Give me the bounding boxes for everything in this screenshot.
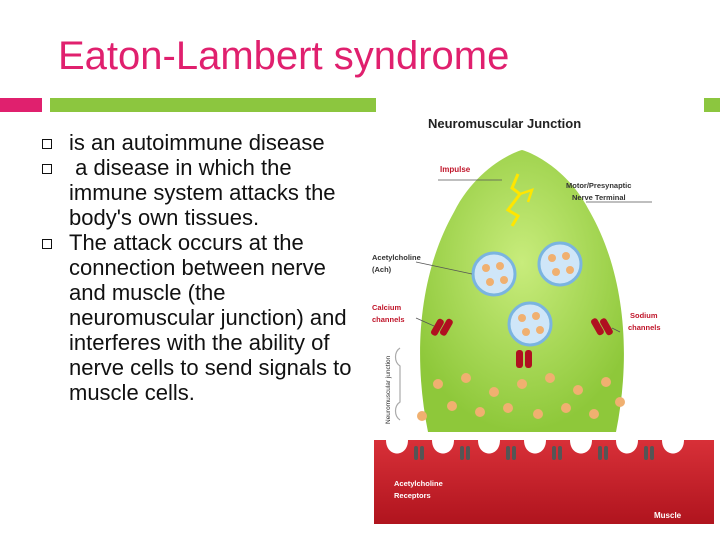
postsynaptic-folds: [386, 440, 684, 454]
nerve-terminal: [420, 150, 624, 432]
muscle-fiber: [374, 440, 714, 524]
bullet-list: is an autoimmune disease a disease in wh…: [40, 130, 362, 405]
label-receptors-2: Receptors: [394, 491, 431, 500]
bullet-text: The attack occurs at the connection betw…: [69, 230, 352, 405]
junction-bracket: [394, 347, 401, 421]
label-ach-1: Acetylcholine: [372, 253, 421, 262]
square-bullet-icon: [42, 164, 52, 174]
vesicle: [471, 251, 517, 297]
acetylcholine-molecules: [417, 373, 625, 421]
bullet-text: a disease in which the immune system att…: [69, 155, 342, 230]
label-calcium-2: channels: [372, 315, 405, 324]
square-bullet-icon: [42, 139, 52, 149]
label-sodium-1: Sodium: [630, 311, 658, 320]
accent-bar-green-right: [704, 98, 720, 112]
slide-title: Eaton-Lambert syndrome: [58, 34, 510, 78]
diagram-title: Neuromuscular Junction: [428, 116, 581, 131]
bullet-item: is an autoimmune disease: [40, 130, 362, 155]
calcium-channel: [431, 318, 453, 336]
accent-bar-green: [50, 98, 376, 112]
label-muscle: Muscle: [654, 511, 682, 520]
label-ach-2: (Ach): [372, 265, 392, 274]
impulse-branch-icon: [519, 188, 534, 203]
leader-lines: [415, 179, 652, 333]
label-impulse: Impulse: [440, 165, 471, 174]
sodium-channel: [591, 318, 613, 336]
label-sodium-2: channels: [628, 323, 661, 332]
bullet-text: is an autoimmune disease: [69, 130, 325, 155]
label-motor-terminal-2: Nerve Terminal: [572, 193, 626, 202]
bullet-item: The attack occurs at the connection betw…: [40, 230, 362, 405]
acetylcholine-receptors: [414, 446, 654, 460]
label-calcium-1: Calcium: [372, 303, 402, 312]
label-motor-terminal-1: Motor/Presynaptic: [566, 181, 631, 190]
vesicle: [507, 301, 553, 347]
label-neuromuscular-junction: Neuromuscular junction: [385, 355, 392, 424]
bullet-item: a disease in which the immune system att…: [40, 155, 362, 230]
accent-bar-pink: [0, 98, 42, 112]
vesicle: [537, 241, 583, 287]
square-bullet-icon: [42, 239, 52, 249]
label-receptors-1: Acetylcholine: [394, 479, 443, 488]
calcium-channel: [516, 350, 532, 368]
impulse-bolt-icon: [505, 173, 523, 227]
neuromuscular-junction-diagram: Neuromuscular Junction Impulse Mot: [372, 116, 714, 524]
